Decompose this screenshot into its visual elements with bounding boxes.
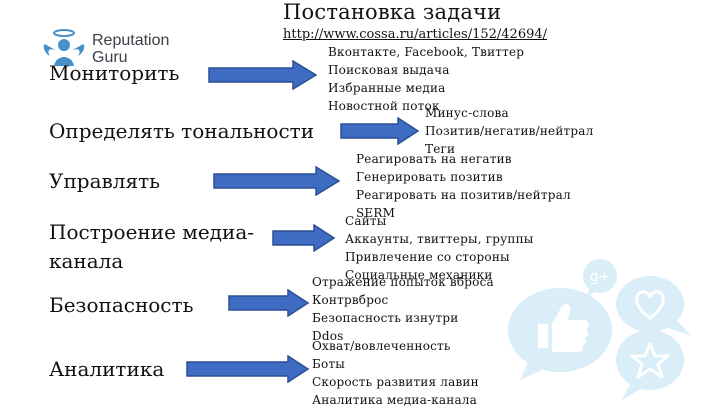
list-item: Сайты (345, 214, 387, 228)
category-media-channel: Построение медиа- канала (49, 218, 254, 276)
star-icon (616, 330, 684, 400)
list-item: Поисковая выдача (328, 63, 450, 77)
arrow-manage (213, 166, 341, 196)
list-item: Охват/вовлеченность (312, 339, 451, 353)
tonality-items: Минус-слова Позитив/негатив/нейтрал Теги (425, 104, 593, 158)
list-item: Ddos (312, 329, 344, 343)
category-media-channel-line1: Построение медиа- (49, 220, 254, 244)
heart-icon (616, 276, 692, 336)
list-item: Боты (312, 357, 346, 371)
category-monitor: Мониторить (49, 61, 180, 85)
list-item: Аналитика медиа-канала (312, 393, 477, 407)
list-item: Избранные медиа (328, 81, 446, 95)
arrow-media-channel (272, 224, 336, 252)
source-link[interactable]: http://www.cossa.ru/articles/152/42694/ (283, 27, 548, 42)
list-item: Минус-слова (425, 106, 509, 120)
category-media-channel-line2: канала (49, 249, 124, 273)
list-item: SERM (356, 206, 396, 220)
arrow-security (228, 289, 310, 317)
category-manage: Управлять (49, 169, 161, 193)
arrow-analytics (186, 355, 310, 383)
google-plus-icon: g+ (583, 259, 617, 298)
list-item: Скорость развития лавин (312, 375, 479, 389)
logo: Reputation Guru (40, 26, 210, 70)
list-item: Привлечение со стороны (345, 250, 510, 264)
list-item: Реагировать на позитив/нейтрал (356, 188, 571, 202)
slide-title: Постановка задачи (283, 0, 502, 24)
list-item: Контрвброс (312, 293, 389, 307)
list-item: Аккаунты, твиттеры, группы (345, 232, 534, 246)
media-channel-items: Сайты Аккаунты, твиттеры, группы Привлеч… (345, 212, 534, 284)
social-decoration: g+ (508, 259, 692, 400)
arrow-tonality (340, 117, 420, 145)
manage-items: Реагировать на негатив Генерировать пози… (356, 150, 571, 222)
angel-icon (43, 29, 85, 66)
security-items: Отражение попыток вброса Контрвброс Безо… (312, 273, 494, 345)
list-item: Реагировать на негатив (356, 152, 512, 166)
thumbs-up-icon (508, 288, 612, 380)
list-item: Безопасность изнутри (312, 311, 459, 325)
list-item: Отражение попыток вброса (312, 275, 494, 289)
monitor-items: Вконтакте, Facebook, Твиттер Поисковая в… (328, 43, 524, 115)
list-item: Генерировать позитив (356, 170, 503, 184)
category-tonality: Определять тональности (49, 119, 315, 143)
logo-text-line2: Guru (92, 49, 128, 66)
category-security: Безопасность (49, 293, 194, 317)
analytics-items: Охват/вовлеченность Боты Скорость развит… (312, 337, 479, 409)
list-item: Теги (425, 142, 456, 156)
list-item: Социальные механики (345, 268, 493, 282)
list-item: Вконтакте, Facebook, Твиттер (328, 45, 525, 59)
list-item: Новостной поток (328, 99, 440, 113)
svg-text:g+: g+ (590, 269, 611, 285)
arrow-monitor (208, 60, 318, 90)
logo-text-line1: Reputation (92, 32, 170, 49)
category-analytics: Аналитика (49, 357, 165, 381)
list-item: Позитив/негатив/нейтрал (425, 124, 594, 138)
